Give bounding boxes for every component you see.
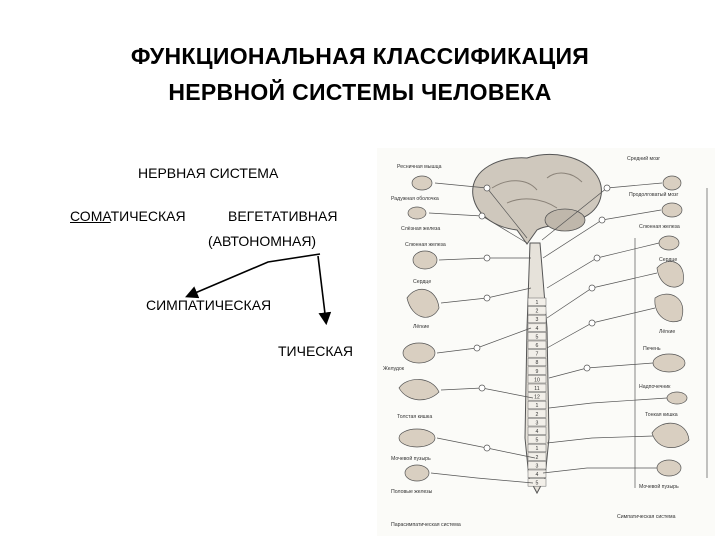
- spinal-segment-number: 1: [536, 446, 539, 452]
- spinal-segment-number: 4: [536, 472, 539, 478]
- fig-label-right-3: Сердце: [659, 257, 677, 263]
- organs-right: [652, 176, 689, 476]
- spinal-segment-number: 4: [536, 429, 539, 435]
- fig-label-right-2: Слюнная железа: [639, 224, 680, 230]
- spinal-segment-number: 8: [536, 360, 539, 366]
- arrow-to-parasympathetic: [318, 256, 326, 322]
- spinal-segment-number: 1: [536, 300, 539, 306]
- fig-label-left-4: Сердце: [413, 279, 431, 285]
- fig-label-right-0: Средний мозг: [627, 155, 660, 162]
- fig-label-bottom-left: Парасимпатическая система: [391, 522, 461, 528]
- fig-label-right-1: Продолговатый мозг: [629, 191, 679, 198]
- fig-label-right-4: Лёгкие: [659, 329, 675, 335]
- spinal-segment-number: 3: [536, 420, 539, 426]
- fig-label-left-1: Радужная оболочка: [391, 196, 439, 202]
- spinal-segment-number: 3: [536, 463, 539, 469]
- fig-label-left-7: Толстая кишка: [397, 414, 432, 420]
- spinal-segment-number: 2: [536, 309, 539, 315]
- fig-label-left-8: Мочевой пузырь: [391, 455, 431, 462]
- spinal-segment-number: 5: [536, 481, 539, 487]
- fig-label-right-6: Надпочечник: [639, 384, 671, 390]
- spinal-segment-number: 2: [536, 412, 539, 418]
- spinal-segment-number: 10: [534, 377, 540, 383]
- brain-shape: [473, 154, 602, 244]
- arrow-to-sympathetic: [188, 254, 320, 296]
- spinal-segment-number: 9: [536, 369, 539, 375]
- spinal-segment-number: 5: [536, 334, 539, 340]
- fig-label-left-0: Ресничная мышца: [397, 164, 442, 170]
- fig-label-right-5: Печень: [643, 346, 661, 352]
- spinal-segment-number: 11: [534, 386, 539, 392]
- spinal-segment-number: 6: [536, 343, 539, 349]
- spinal-segment-number: 5: [536, 438, 539, 444]
- spinal-segment-number: 1: [536, 403, 539, 409]
- fig-label-bottom-right: Симпатическая система: [617, 514, 676, 520]
- fig-label-right-8: Мочевой пузырь: [639, 483, 679, 490]
- spinal-segment-number: 2: [536, 455, 539, 461]
- spinal-segment-number: 4: [536, 326, 539, 332]
- fig-label-left-6: Желудок: [383, 366, 405, 372]
- fig-label-left-3: Слюнная железа: [405, 242, 446, 248]
- spinal-segment-number: 7: [536, 352, 539, 358]
- fig-label-left-9: Половые железы: [391, 489, 433, 495]
- spinal-segment-number: 3: [536, 317, 539, 323]
- fig-label-right-7: Тонкая кишка: [645, 412, 678, 418]
- spinal-segment-number: 12: [534, 395, 540, 401]
- fig-label-left-2: Слёзная железа: [401, 226, 440, 232]
- fig-label-left-5: Лёгкие: [413, 324, 429, 330]
